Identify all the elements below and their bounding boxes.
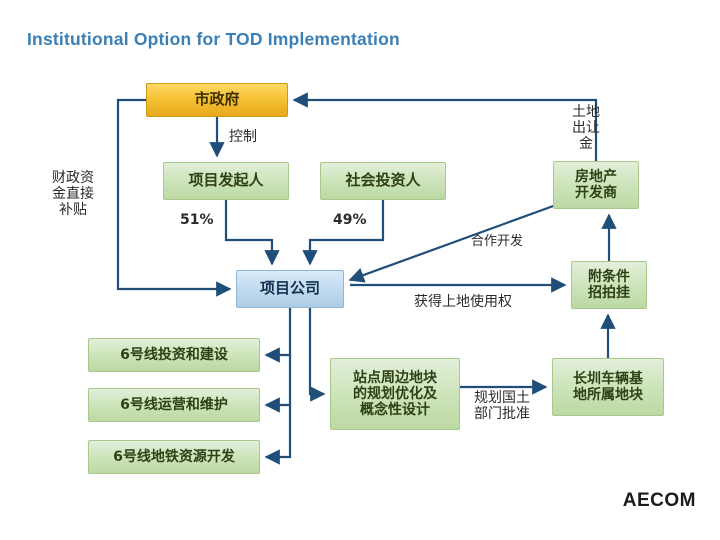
box-real-estate-developer[interactable]: 房地产 开发商 (553, 161, 639, 209)
box-municipal-government[interactable]: 市政府 (146, 83, 288, 117)
box-project-company[interactable]: 项目公司 (236, 270, 344, 308)
label-share-49: 49% (333, 212, 367, 228)
label-fiscal-subsidy: 财政资 金直接 补贴 (52, 170, 94, 219)
label-land-transfer-fee: 土地 出让 金 (572, 104, 600, 153)
box-social-investor[interactable]: 社会投资人 (320, 162, 446, 200)
box-line6-investment-construction[interactable]: 6号线投资和建设 (88, 338, 260, 372)
box-conditional-auction[interactable]: 附条件 招拍挂 (571, 261, 647, 309)
label-planning-bureau-approval: 规划国土 部门批准 (474, 390, 530, 423)
page-title: Institutional Option for TOD Implementat… (27, 29, 400, 49)
box-station-area-planning[interactable]: 站点周边地块 的规划优化及 概念性设计 (330, 358, 460, 430)
label-cooperative-development: 合作开发 (471, 234, 524, 249)
box-line6-operation-maintenance[interactable]: 6号线运营和维护 (88, 388, 260, 422)
label-land-use-right: 获得上地使用权 (414, 294, 512, 310)
box-project-initiator[interactable]: 项目发起人 (163, 162, 289, 200)
aecom-logo: AECOM (622, 490, 696, 511)
label-share-51: 51% (180, 212, 214, 228)
box-changzhen-depot-land[interactable]: 长圳车辆基 地所属地块 (552, 358, 664, 416)
box-line6-resource-development[interactable]: 6号线地铁资源开发 (88, 440, 260, 474)
label-control: 控制 (229, 129, 257, 145)
